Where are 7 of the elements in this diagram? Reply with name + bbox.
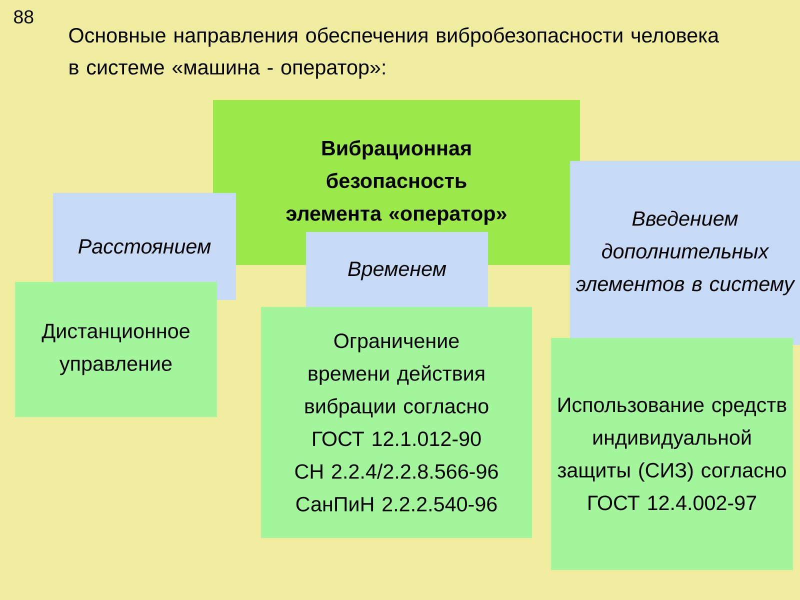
- page-number: 88: [14, 10, 34, 24]
- measure-box: Ограничение времени действия вибрации согласно ГОСТ 12.1.012-90 СН 2.2.4/2.2.8.566-96 СанПиН 2.2.2.540-96: [261, 307, 532, 538]
- slide-title: Основные направления обеспечения вибробезопасности человека в системе «машина - оператор»:: [69, 27, 720, 79]
- measure-box: Использование средств индивидуальной защиты (СИЗ) согласно ГОСТ 12.4.002-97: [551, 338, 793, 570]
- category-box: Временем: [306, 232, 488, 310]
- measure-box: Дистанционное управление: [15, 282, 217, 417]
- category-box: Введением дополнительных элементов в систему: [570, 161, 800, 345]
